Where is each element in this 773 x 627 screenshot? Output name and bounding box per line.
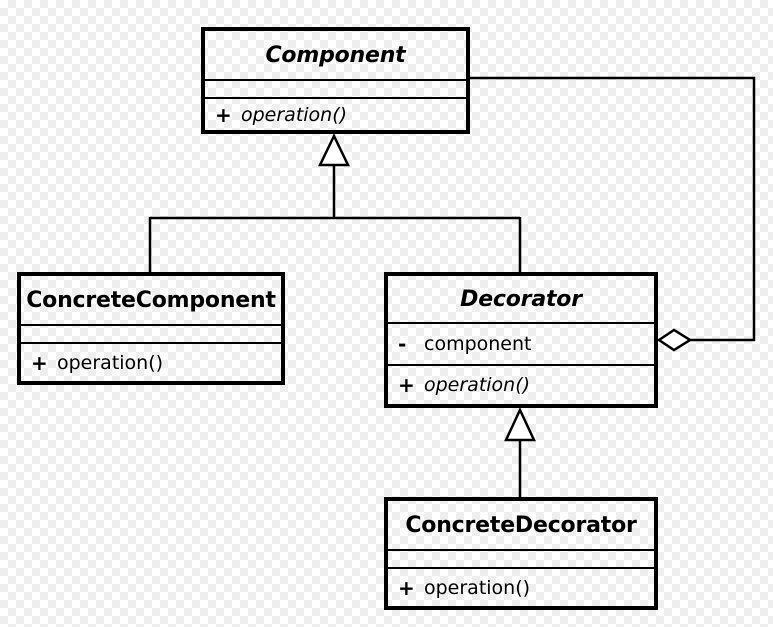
attributes-compartment-concrete-decorator — [388, 549, 654, 567]
visibility-marker: + — [398, 373, 415, 397]
visibility-marker: + — [215, 102, 232, 127]
operations-compartment-concrete-decorator: + operation() — [388, 567, 654, 606]
class-box-component[interactable]: Component + operation() — [201, 27, 470, 134]
generalization-tree-to-component — [148, 133, 522, 274]
class-name-concrete-decorator: ConcreteDecorator — [405, 512, 637, 538]
operations-compartment-decorator: + operation() — [388, 364, 654, 404]
operation-label: operation() — [241, 103, 348, 126]
operations-compartment-concrete-component: + operation() — [21, 342, 281, 381]
attribute-label: component — [424, 333, 532, 355]
visibility-marker: + — [31, 350, 48, 375]
visibility-marker: + — [398, 575, 415, 600]
aggregation-diamond — [656, 328, 693, 352]
class-name-concrete-component: ConcreteComponent — [26, 287, 276, 313]
operations-compartment-component: + operation() — [205, 97, 466, 130]
class-box-concrete-component[interactable]: ConcreteComponent + operation() — [17, 272, 285, 385]
generalization-arrowhead-component — [318, 133, 350, 167]
class-box-concrete-decorator[interactable]: ConcreteDecorator + operation() — [384, 497, 658, 610]
class-name-decorator: Decorator — [460, 286, 582, 312]
operation-label: operation() — [424, 576, 531, 599]
generalization-arrowhead-decorator — [504, 407, 536, 442]
attributes-compartment-concrete-component — [21, 324, 281, 342]
generalization-concrete-decorator-to-decorator — [504, 407, 536, 499]
visibility-marker: - — [398, 332, 407, 356]
attributes-compartment-decorator: - component — [388, 322, 654, 364]
class-name-component: Component — [265, 42, 406, 68]
operation-label: operation() — [424, 374, 531, 396]
class-box-decorator[interactable]: Decorator - component + operation() — [384, 272, 658, 408]
attributes-compartment-component — [205, 79, 466, 97]
operation-label: operation() — [57, 351, 164, 374]
